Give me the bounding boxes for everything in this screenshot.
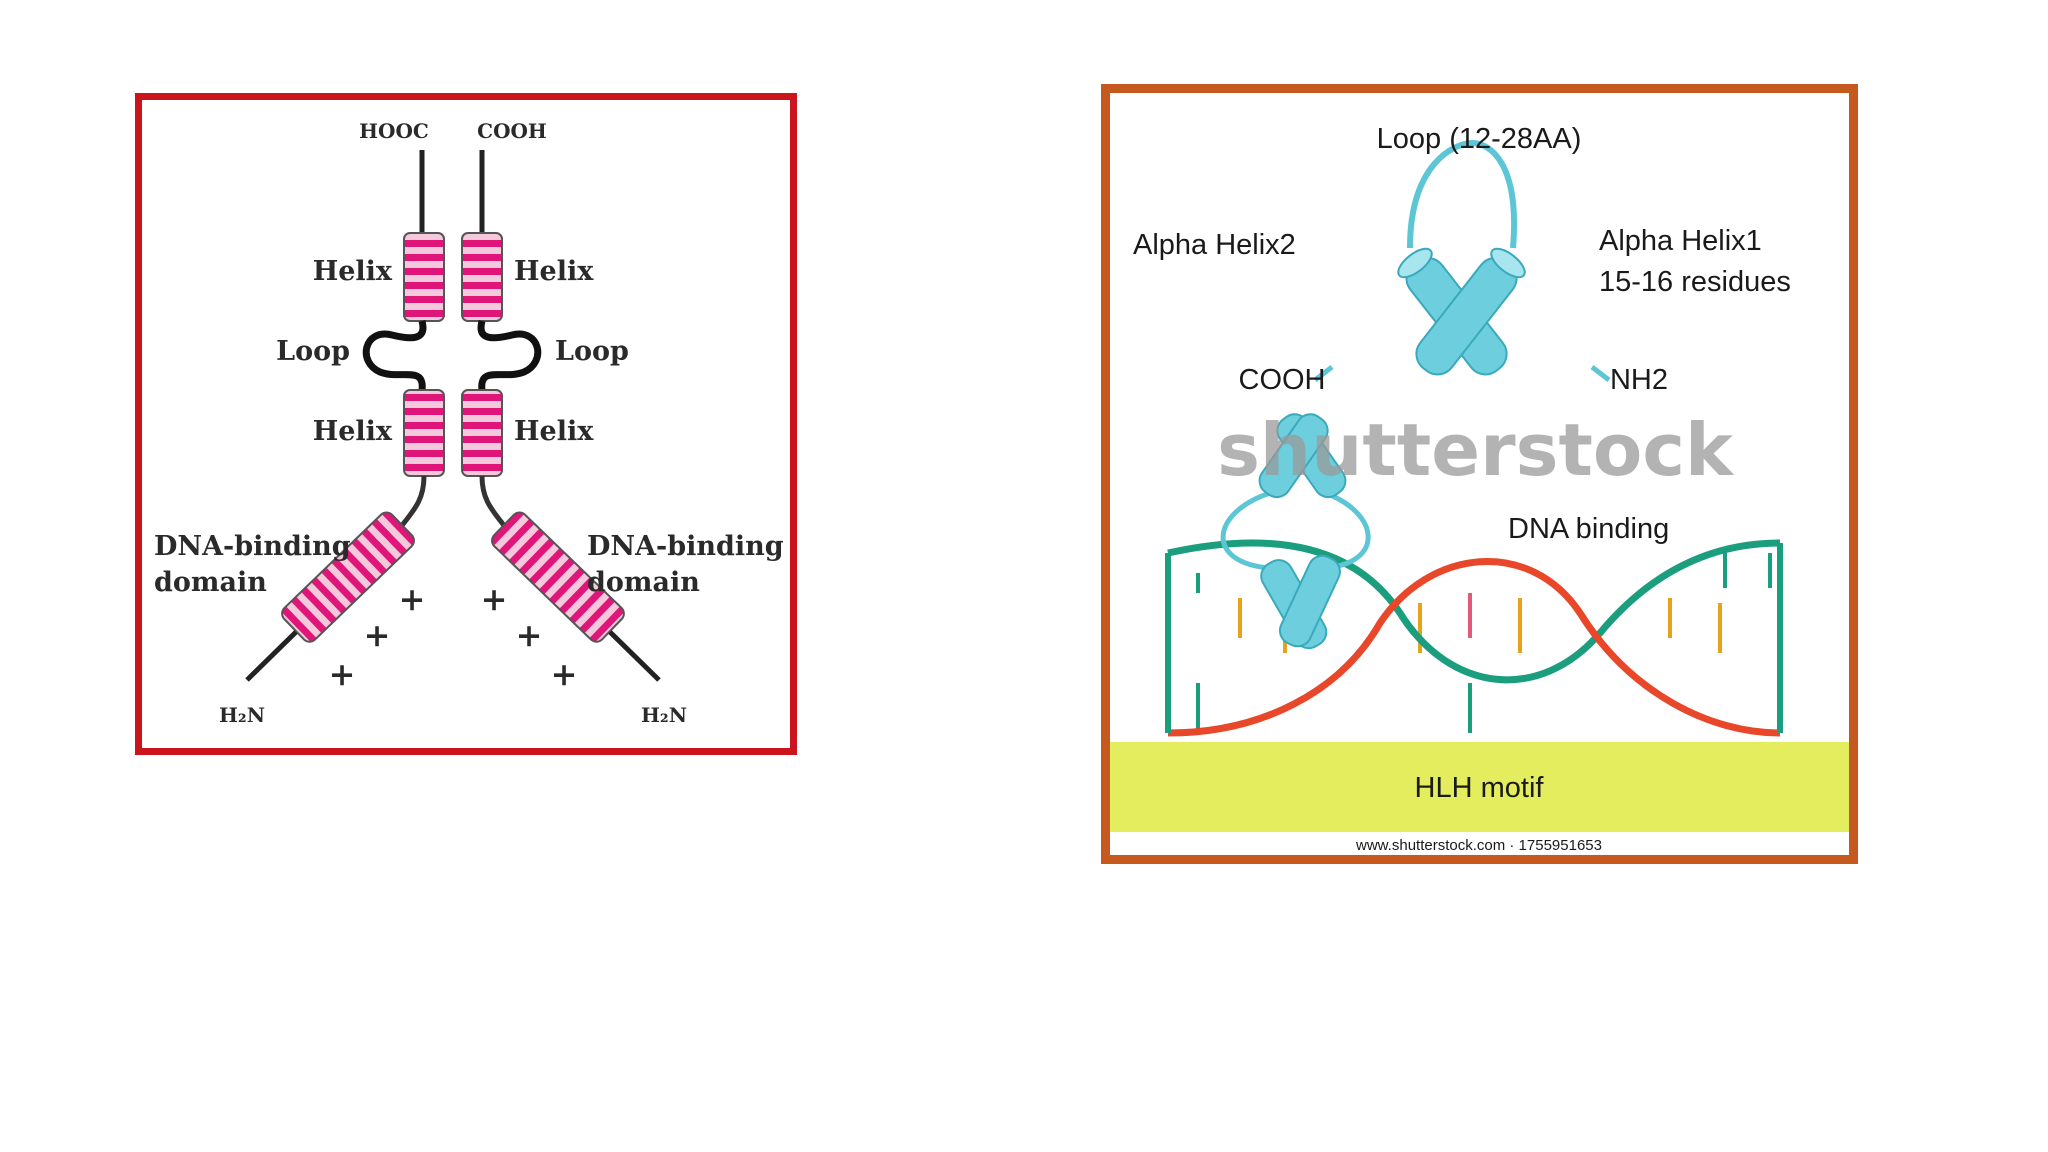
connector-left (398, 475, 427, 530)
dna-binding-helix-left (281, 511, 415, 643)
plus-sign: + (551, 655, 578, 693)
hlh-motif-diagram: Loop (12-28AA) Alpha Helix2 Alpha Helix1… (1110, 123, 1849, 854)
dna-strand-green (1167, 539, 1781, 684)
dna-base-pairs (1196, 553, 1772, 733)
helix-bottom-left (403, 389, 445, 477)
h2n-label-right: H₂N (641, 703, 687, 727)
nh2-label: NH2 (1610, 364, 1668, 396)
helix-top-left (403, 232, 445, 322)
dna-binding-label: DNA binding (1508, 513, 1669, 545)
dna-strand-red (1167, 558, 1781, 737)
helix-top-right (461, 232, 503, 322)
left-diagram-frame: HOOC COOH Helix Helix Loop Loop Helix He… (135, 93, 797, 755)
top-loop (1407, 139, 1518, 249)
plus-sign: + (399, 580, 426, 618)
alpha-helix2-label: Alpha Helix2 (1133, 229, 1296, 261)
loop-left (362, 320, 427, 391)
dna-binding-helix-right (491, 511, 625, 643)
bound-hlh-protein (1220, 413, 1371, 650)
tail-right (608, 630, 661, 682)
dna-binding-label-left-1: DNA-binding (154, 531, 351, 562)
alpha-helix1-cylinder (1415, 247, 1526, 376)
dna-binding-label-right-2: domain (587, 567, 700, 598)
plus-sign: + (516, 616, 543, 654)
helix-label-bottom-right: Helix (514, 416, 594, 447)
loop-label: Loop (12-28AA) (1377, 123, 1582, 155)
alpha-helix1-label-line2: 15-16 residues (1599, 266, 1791, 298)
dna-binding-label-left-2: domain (154, 567, 267, 598)
dna-binding-label-right-1: DNA-binding (587, 531, 784, 562)
plus-sign: + (481, 580, 508, 618)
dna-double-helix (1165, 539, 1783, 737)
right-diagram-frame: Loop (12-28AA) Alpha Helix2 Alpha Helix1… (1101, 84, 1858, 864)
helix-label-top-left: Helix (313, 256, 393, 287)
cooh-label: COOH (477, 119, 547, 143)
connector-right (479, 475, 508, 530)
helix-label-top-right: Helix (514, 256, 594, 287)
cooh-tail (1313, 365, 1334, 382)
alpha-helix1-label-line1: Alpha Helix1 (1599, 225, 1762, 257)
watermark-text: shutterstock (1217, 408, 1735, 492)
hlh-dimer-diagram: HOOC COOH Helix Helix Loop Loop Helix He… (154, 119, 784, 727)
loop-label-right: Loop (555, 336, 629, 367)
loop-label-left: Loop (276, 336, 350, 367)
hlh-motif-label: HLH motif (1415, 772, 1545, 804)
nh2-tail (1590, 365, 1611, 382)
plus-sign: + (364, 616, 391, 654)
hooc-label: HOOC (359, 119, 429, 143)
tail-left (245, 630, 298, 682)
positive-charges: + + + + + + (329, 580, 578, 693)
cooh-label: COOH (1239, 364, 1326, 396)
h2n-label-left: H₂N (219, 703, 265, 727)
helix-label-bottom-left: Helix (313, 416, 393, 447)
loop-right (477, 320, 542, 391)
helix-bottom-right (461, 389, 503, 477)
plus-sign: + (329, 655, 356, 693)
bound-loop (1220, 490, 1371, 571)
hlh-motif-band (1110, 742, 1849, 832)
shutterstock-footer: www.shutterstock.com · 1755951653 (1355, 837, 1602, 854)
